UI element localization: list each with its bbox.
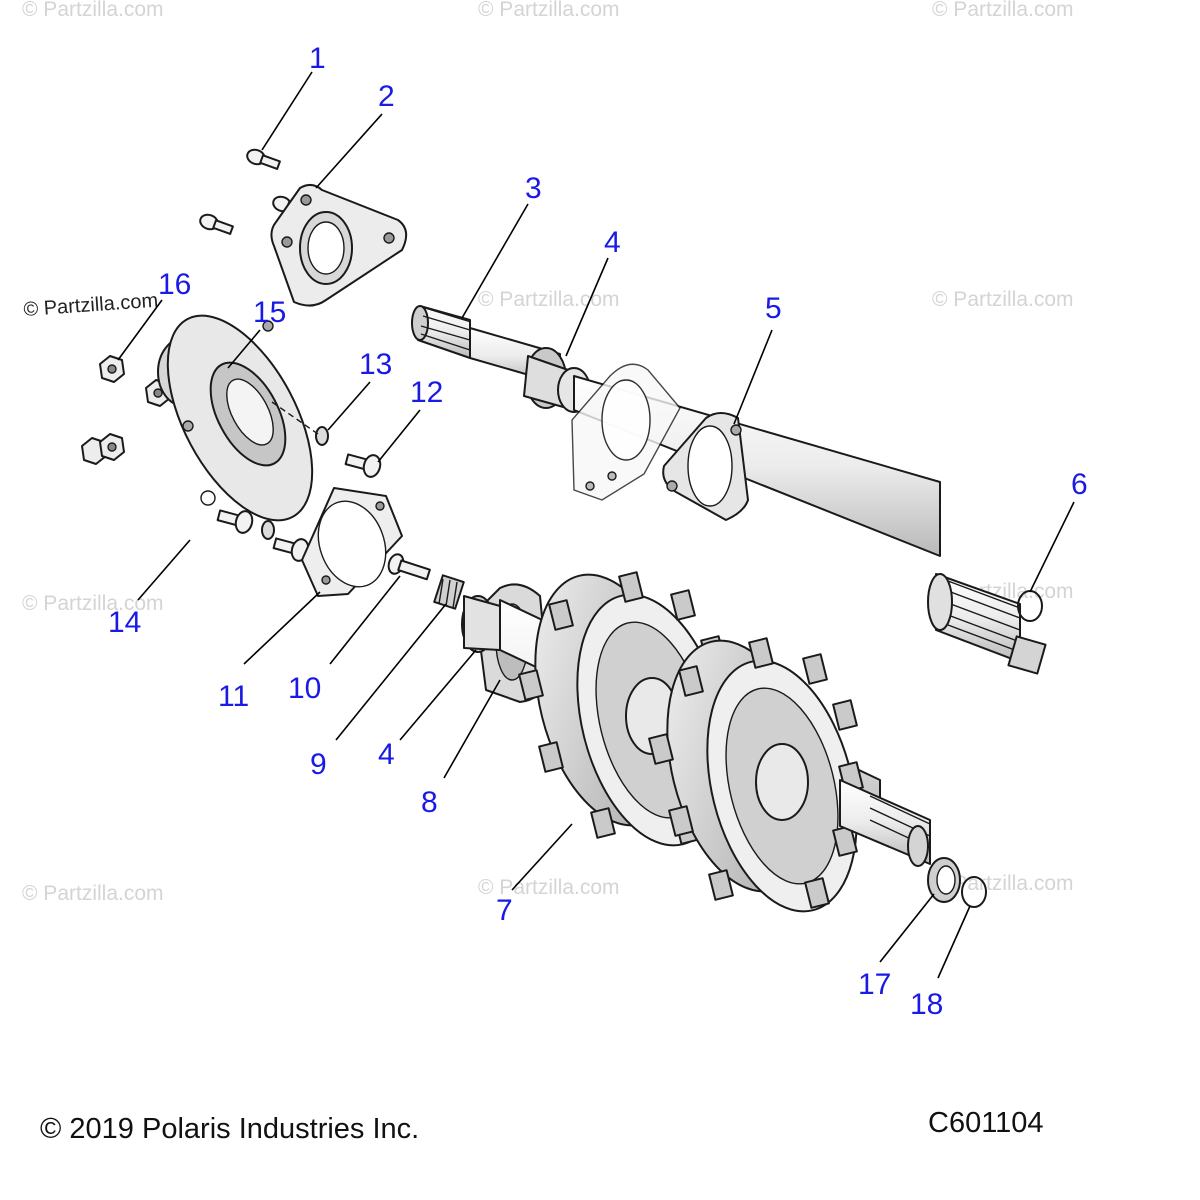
copyright-notice: © 2019 Polaris Industries Inc. — [40, 1113, 420, 1145]
watermark-text: © Partzilla.com — [22, 592, 164, 615]
callout-14: 14 — [108, 606, 141, 639]
callout-13: 13 — [359, 348, 392, 381]
callout-16: 16 — [158, 268, 191, 301]
part-10-bolt — [387, 553, 431, 581]
callout-11: 11 — [218, 680, 249, 713]
part-5-flange — [662, 412, 749, 521]
callout-4-lower: 4 — [378, 738, 395, 771]
callout-labels: 1 2 3 4 5 6 16 15 13 12 14 11 10 9 4 8 7… — [108, 42, 1088, 1021]
part-7-drive-sprockets — [499, 571, 931, 913]
callout-1: 1 — [309, 42, 326, 75]
part-2-bearing-flange — [270, 184, 408, 307]
watermark-text: © Partzilla.com — [478, 876, 620, 899]
partzilla-credit: © Partzilla.com — [23, 290, 159, 321]
callout-9: 9 — [310, 748, 327, 781]
part-4-bearing-lower — [461, 595, 501, 653]
callout-2: 2 — [378, 80, 395, 113]
part-11-gasket — [301, 487, 403, 597]
diagram-code: C601104 — [928, 1107, 1044, 1139]
callout-5: 5 — [765, 292, 782, 325]
callout-8: 8 — [421, 786, 438, 819]
callout-10: 10 — [288, 672, 321, 705]
callout-6: 6 — [1071, 468, 1088, 501]
watermark-text: © Partzilla.com — [478, 288, 620, 311]
part-17-seal — [927, 857, 961, 903]
part-9-coupler — [433, 574, 465, 610]
callout-18: 18 — [910, 988, 943, 1021]
watermark-text: © Partzilla.com — [932, 288, 1074, 311]
part-3-drive-shaft — [411, 305, 1047, 675]
callout-17: 17 — [858, 968, 891, 1001]
watermark-text: © Partzilla.com — [22, 882, 164, 905]
watermark-text: © Partzilla.com — [932, 872, 1074, 895]
part-13-washers — [261, 426, 329, 540]
watermark-text: © Partzilla.com — [22, 0, 164, 21]
part-18-ring — [961, 876, 987, 908]
callout-4-upper: 4 — [604, 226, 621, 259]
leader-lines — [117, 71, 1075, 979]
part-1-bolts — [199, 148, 307, 235]
callout-7: 7 — [496, 894, 513, 927]
part-14-bearing-housing — [157, 314, 314, 522]
callout-15: 15 — [253, 296, 286, 329]
watermark-text: © Partzilla.com — [932, 0, 1074, 21]
callout-3: 3 — [525, 172, 542, 205]
watermark-text: © Partzilla.com — [478, 0, 620, 21]
callout-12: 12 — [410, 376, 443, 409]
